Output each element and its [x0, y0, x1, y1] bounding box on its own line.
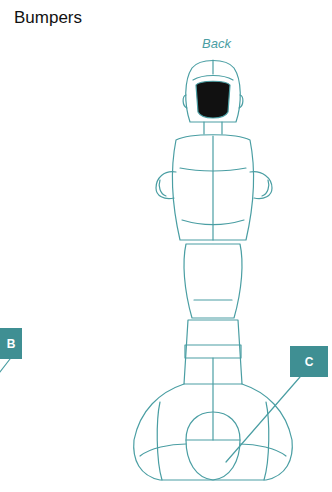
right-hand [262, 180, 269, 196]
neck [204, 122, 222, 134]
left-hand [159, 180, 166, 196]
bumper-c [186, 412, 240, 480]
band [185, 345, 241, 358]
callout-letter: C [305, 355, 314, 369]
right-bumper [240, 444, 286, 456]
head-shell [186, 61, 241, 123]
left-bumper [140, 444, 186, 456]
leader-line [0, 359, 10, 372]
base [134, 384, 293, 480]
face-visor [196, 81, 230, 118]
waist-line [182, 220, 244, 225]
head-seam [212, 60, 213, 74]
view-label: Back [202, 36, 231, 51]
base-seam [157, 402, 269, 480]
callout-box: B [0, 328, 22, 359]
leader-line [226, 377, 300, 462]
bumper-line [186, 439, 240, 440]
callout-letter: B [7, 337, 16, 351]
callout-box: C [290, 346, 328, 377]
lower-seam [212, 358, 213, 440]
ear [183, 95, 243, 108]
left-shoulder [156, 172, 176, 199]
torso [173, 135, 254, 240]
chest-line [180, 168, 246, 171]
diagram-title: Bumpers [14, 8, 82, 28]
right-shoulder [250, 172, 272, 199]
hip [184, 244, 242, 318]
head-line [193, 76, 233, 81]
hip-line [194, 299, 232, 300]
